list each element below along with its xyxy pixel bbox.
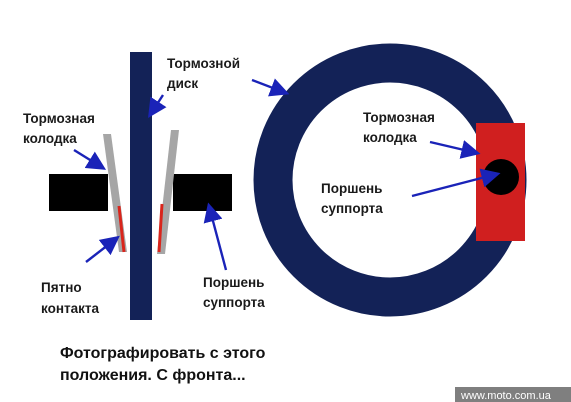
piston-left bbox=[49, 174, 108, 211]
arrow-contact bbox=[85, 235, 120, 263]
arrow-piston-right bbox=[411, 168, 501, 198]
brake-pad-right bbox=[157, 130, 179, 254]
label-pad-right: Тормозная колодка bbox=[363, 110, 439, 145]
caption: Фотографировать с этого положения. С фро… bbox=[60, 345, 270, 384]
arrow-disc-front bbox=[251, 78, 290, 97]
front-view bbox=[253, 43, 527, 317]
label-contact: Пятно контакта bbox=[41, 280, 99, 316]
piston-right bbox=[173, 174, 232, 211]
arrows bbox=[73, 78, 501, 271]
contact-patch-right bbox=[157, 203, 164, 253]
side-view bbox=[49, 52, 232, 320]
arrow-piston-bottom bbox=[203, 202, 228, 271]
label-disc: Тормозной диск bbox=[167, 56, 244, 91]
watermark: www.moto.com.ua bbox=[455, 387, 571, 402]
watermark-bg bbox=[455, 387, 571, 402]
brake-disc-side bbox=[130, 52, 152, 320]
arrow-pad-right bbox=[429, 140, 481, 159]
arrow-disc-side bbox=[148, 94, 167, 119]
arrow-pad-left bbox=[73, 148, 107, 170]
contact-patch-left bbox=[117, 205, 126, 253]
watermark-text: www.moto.com.ua bbox=[460, 390, 552, 402]
label-piston-right: Поршень суппорта bbox=[321, 181, 386, 216]
label-pad-left: Тормозная колодка bbox=[23, 111, 99, 146]
label-piston-bottom: Поршень суппорта bbox=[203, 275, 268, 310]
